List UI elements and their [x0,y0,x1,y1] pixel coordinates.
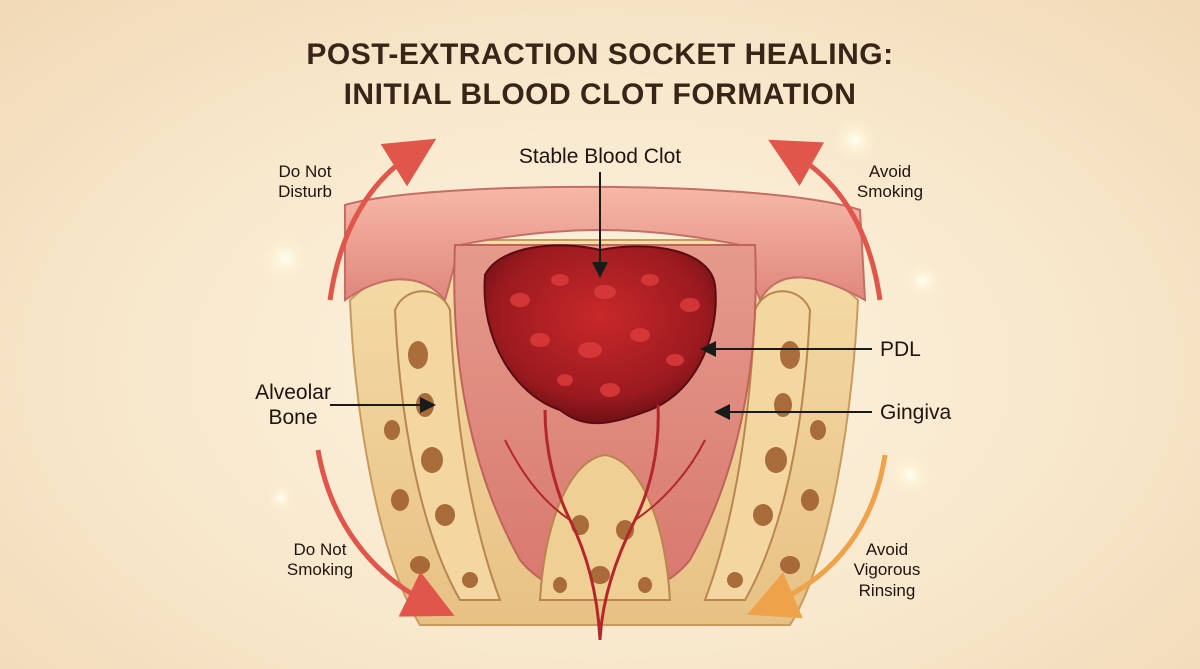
label-gingiva: Gingiva [880,401,952,424]
sparkle-glow [268,485,294,511]
page-title-line-2: INITIAL BLOOD CLOT FORMATION [343,78,857,111]
sparkle-glow [833,118,877,162]
tip-top-right-line-2: Smoking [856,182,924,202]
label-pdl: PDL [880,338,921,361]
page-title-line-1: POST-EXTRACTION SOCKET HEALING: [306,38,894,71]
tip-bottom-left-line-2: Smoking [286,560,354,580]
right-bone-column [703,290,812,601]
tip-bottom-right-line-2: Vigorous [853,560,921,580]
tip-bottom-right: Avoid Vigorous Rinsing [832,540,942,601]
arrow-bottom-left [315,449,455,617]
sparkle-glow [890,455,930,495]
left-bone-column [393,290,502,601]
tip-top-left-line-2: Disturb [278,182,332,202]
tip-top-left: Do Not Disturb [255,162,355,203]
arrow-top-right [768,139,883,301]
arrow-top-left [327,138,437,301]
red-blood-cells [510,274,700,397]
blood-vessels [504,404,706,641]
arrow-bottom-right [747,454,888,619]
label-alveolar-bone: Alveolar Bone [238,380,348,430]
tip-top-left-line-1: Do Not [278,162,332,181]
tip-top-right-line-1: Avoid [868,162,912,181]
tip-bottom-left: Do Not Smoking [270,540,370,581]
tip-top-right: Avoid Smoking [840,162,940,203]
label-alveolar-bone-line-2: Bone [268,406,318,430]
sparkle-glow [262,236,308,282]
gingiva-band [344,185,867,303]
bone-septum [538,453,672,601]
tip-bottom-right-line-1: Avoid [865,540,909,559]
label-stable-blood-clot: Stable Blood Clot [518,145,682,168]
tip-bottom-left-line-1: Do Not [293,540,347,559]
label-alveolar-bone-line-1: Alveolar [255,381,331,404]
sparkle-glow [906,264,940,298]
tip-bottom-right-line-3: Rinsing [858,580,916,600]
